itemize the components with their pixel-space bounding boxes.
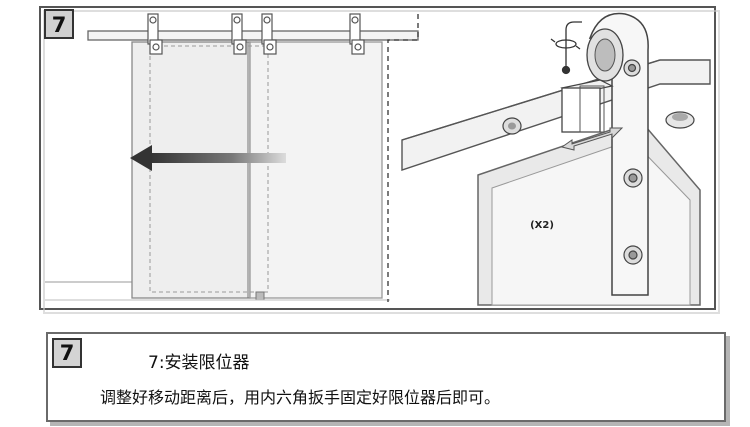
quantity-label: (X2): [530, 220, 554, 231]
wall-spacer: [665, 111, 695, 129]
step-badge-number: 7: [52, 13, 67, 37]
slide-direction-arrow: [130, 145, 286, 171]
door-front-view: [45, 13, 419, 301]
caption-box: 7 7:安装限位器 调整好移动距离后，用内六角扳手固定好限位器后即可。: [46, 332, 726, 422]
adjust-double-arrow: [560, 127, 624, 151]
track-wheel: [586, 28, 624, 82]
hex-key-icon: [550, 21, 582, 75]
track-rail: [87, 30, 419, 41]
caption-title: 7:安装限位器: [148, 353, 250, 373]
zoom-boundary: [387, 14, 419, 302]
step-badge: 7: [44, 9, 74, 39]
installation-illustration: 7: [39, 6, 720, 314]
hanger-1: [147, 13, 163, 55]
door-right: [249, 41, 383, 299]
caption-instruction: 调整好移动距离后，用内六角扳手固定好限位器后即可。: [100, 388, 501, 407]
rail-bolt: [502, 117, 522, 135]
stopper-closeup: (X2): [401, 12, 711, 306]
hanger-2: [231, 13, 247, 55]
stopper-block: [560, 79, 614, 133]
strap-bolts: [623, 59, 643, 265]
caption-step-badge: 7: [52, 338, 82, 368]
hanger-4: [349, 13, 365, 55]
hanger-3: [261, 13, 277, 55]
